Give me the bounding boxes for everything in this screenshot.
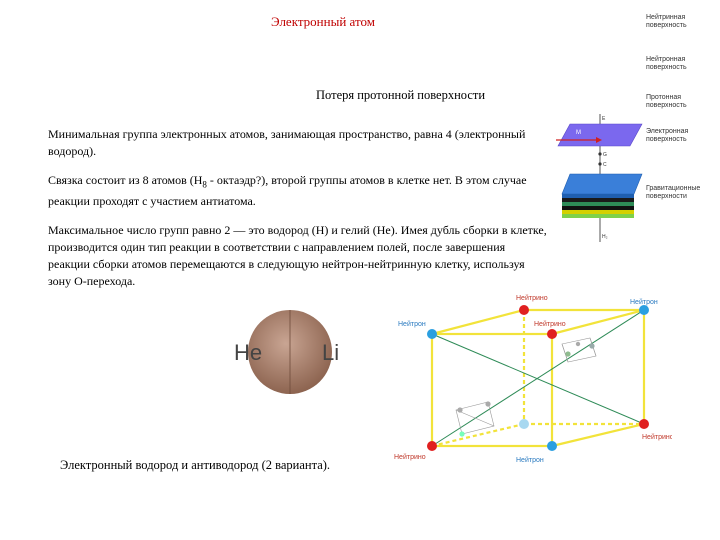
axis-dot <box>598 162 602 166</box>
cube-diagonal <box>431 309 645 447</box>
inner-cube-lower <box>455 401 495 435</box>
node-label: Нейтрон <box>398 320 426 328</box>
node-blue <box>639 305 649 315</box>
cube-edge <box>551 308 645 336</box>
atom-circle-diagram: He Li <box>234 310 339 394</box>
inner-node <box>457 407 463 413</box>
node-label: Нейтрино <box>534 320 566 328</box>
node-light-blue <box>519 419 529 429</box>
node-blue <box>427 329 437 339</box>
inner-cube-upper <box>561 337 597 363</box>
cube-edge <box>551 422 645 448</box>
node-red <box>427 441 437 451</box>
node-label: Нейтрон <box>516 456 544 464</box>
gravity-layer <box>562 210 634 214</box>
cube-edge <box>431 308 525 336</box>
inner-node <box>565 351 571 357</box>
slide-subtitle: Потеря протонной поверхности <box>316 88 486 102</box>
gravity-layer <box>562 198 634 202</box>
inner-node <box>485 401 491 407</box>
node-label: Нейтрино <box>642 433 672 441</box>
gravity-layer <box>562 206 634 210</box>
node-label: Нейтрон <box>630 298 658 306</box>
axis-label-h2: H₂ <box>602 234 608 240</box>
atom-label-he: He <box>234 340 262 365</box>
arrowhead-icon <box>596 137 602 143</box>
axis-label-c: C <box>603 162 607 168</box>
axis-label-m: M <box>576 130 581 136</box>
atom-label-li: Li <box>322 340 339 365</box>
label-neutrino-surface: Нейтринная поверхность <box>646 14 687 29</box>
node-red <box>639 419 649 429</box>
gravity-plane-top <box>561 173 643 195</box>
label-proton-surface: Протонная поверхность <box>646 94 687 109</box>
node-red <box>519 305 529 315</box>
paragraph-3: Максимальное число групп равно 2 — это в… <box>48 223 547 288</box>
node-blue <box>547 441 557 451</box>
axis-dot <box>598 152 602 156</box>
paragraph-2-subscript: 8 <box>202 179 207 190</box>
paragraph-2-before: Связка состоит из 8 атомов (Н <box>48 173 203 187</box>
label-neutron-surface: Нейтронная поверхность <box>646 56 687 71</box>
paragraph-2: Связка состоит из 8 атомов (Н8 - октаэдр… <box>48 172 548 210</box>
layer-diagram: M E G C H₂ <box>556 114 643 242</box>
axis-label-g: G <box>603 152 607 158</box>
electron-plane <box>557 123 643 147</box>
paragraph-1: Минимальная группа электронных атомов, з… <box>48 127 526 158</box>
cube-diagonal <box>431 333 645 425</box>
node-red <box>547 329 557 339</box>
gravity-layer <box>562 214 634 218</box>
slide-title: Электронный атом <box>271 14 375 29</box>
axis-label-e: E <box>602 116 606 122</box>
paragraph-2-after: - октаэдр?), второй группы атомов в клет… <box>48 173 527 209</box>
figure-caption: Электронный водород и антиводород (2 вар… <box>60 458 331 472</box>
inner-node <box>575 341 581 347</box>
gravity-layer <box>562 202 634 206</box>
label-electron-surface: Электронная поверхность <box>646 128 689 143</box>
gravity-layer <box>562 194 634 198</box>
cube-edge-hidden <box>431 422 525 448</box>
inner-node <box>589 343 595 349</box>
inner-node <box>459 431 465 437</box>
cube-diagram: Нейтрино Нейтрон Нейтрон Нейтрино Нейтри… <box>394 294 672 464</box>
cube-front-face <box>430 332 554 448</box>
node-label: Нейтрино <box>516 294 548 302</box>
node-label: Нейтрино <box>394 453 426 461</box>
label-gravity-surfaces: Гравитационные поверхности <box>646 185 701 200</box>
